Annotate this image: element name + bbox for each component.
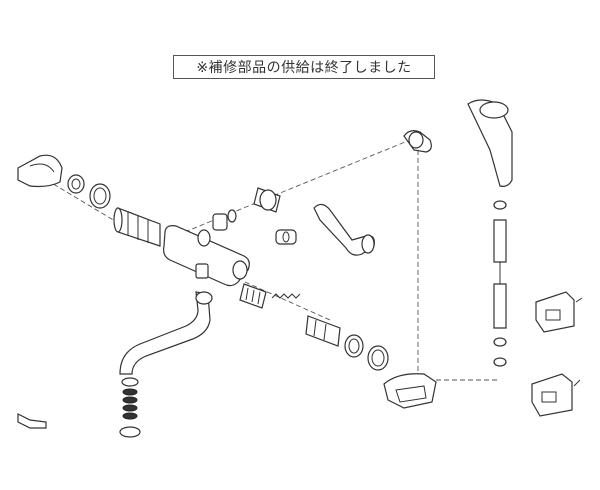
cartridge-key-tool [17, 413, 47, 429]
swivel-spout [119, 291, 213, 375]
hand-shower-head [467, 99, 513, 187]
thermostat-cartridge [113, 207, 161, 247]
assembly-guide-lines [39, 139, 500, 381]
threaded-nut-left [89, 183, 111, 209]
handle-ring-right [367, 345, 389, 371]
flow-control-cartridge [305, 315, 341, 347]
lever-handle-right [383, 373, 437, 409]
connector-fitting-top [253, 187, 281, 213]
shower-washer-top [493, 200, 507, 210]
strainer-assembly [239, 283, 267, 309]
handle-ring [67, 174, 85, 194]
check-valve-cartridge [212, 213, 228, 231]
shower-hose [493, 219, 507, 329]
o-ring-small-1 [227, 209, 237, 223]
mixer-valve-body [163, 225, 250, 287]
spout-aerator-parts [119, 377, 141, 438]
eccentric-union-leg [313, 203, 375, 256]
threaded-nut-right [344, 334, 364, 358]
shower-elbow-fitting [403, 130, 432, 153]
lever-handle-cap [17, 154, 63, 188]
shower-hook-lower [531, 373, 581, 417]
nipple-fitting [275, 229, 297, 245]
spring-part [271, 293, 301, 299]
shower-hook-upper [535, 291, 583, 333]
discontinued-notice: ※補修部品の供給は終了しました [173, 55, 435, 79]
shower-washer-bottom [493, 337, 507, 367]
